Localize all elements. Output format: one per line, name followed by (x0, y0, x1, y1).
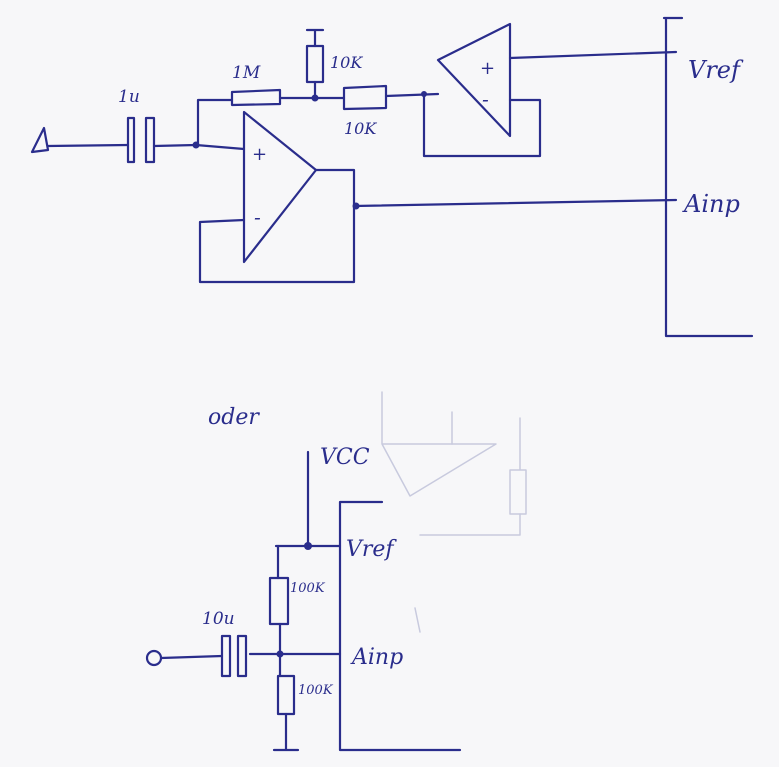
label-r-1m: 1M (232, 63, 261, 83)
label-vcc: VCC (320, 445, 370, 470)
label-cap-10u: 10u (202, 609, 235, 629)
coupling-cap-10u-left (220, 634, 232, 678)
coupling-cap-plate-right (144, 116, 156, 164)
label-r-100k-upper: 100K (290, 581, 326, 596)
label-ainp-top: Ainp (682, 190, 740, 218)
main-opamp-plus: + (252, 144, 267, 165)
label-ainp-bottom: Ainp (350, 645, 403, 670)
adc-box-top (662, 16, 754, 338)
ghost-sketch (381, 391, 527, 633)
coupling-cap-plate-left (126, 116, 136, 164)
resistor-100k-lower (276, 674, 296, 716)
label-r-100k-lower: 100K (298, 683, 334, 698)
top-circuit-junctions (192, 91, 427, 210)
buffer-feedback-loop (422, 92, 542, 158)
label-vref-top: Vref (688, 56, 744, 84)
wire-to-ainp (352, 198, 678, 208)
buffer-opamp-triangle (436, 22, 512, 138)
main-feedback-loop (198, 168, 356, 284)
buffer-opamp-plus: + (480, 58, 495, 79)
label-r-10k-top: 10K (330, 53, 363, 72)
ground-symbol (272, 712, 300, 752)
main-opamp-triangle (242, 110, 318, 264)
main-opamp-minus: - (254, 205, 261, 229)
resistor-100k-upper (268, 576, 290, 626)
coupling-cap-10u-right (236, 634, 248, 678)
top-circuit-wires (30, 16, 754, 338)
label-cap-1u: 1u (118, 87, 140, 107)
adc-box-bottom (338, 500, 462, 752)
bottom-circuit-junctions (276, 542, 312, 658)
label-oder: oder (208, 405, 260, 430)
label-r-10k-series: 10K (344, 119, 377, 138)
bottom-circuit-wires (145, 450, 462, 752)
resistor-1m (230, 88, 282, 107)
resistor-10k-series (342, 84, 388, 111)
input-arrow-icon (30, 126, 50, 154)
buffer-opamp-minus: - (482, 87, 489, 111)
label-vref-bottom: Vref (346, 537, 397, 562)
wire-to-vref (508, 50, 678, 60)
resistor-10k-vertical (305, 44, 325, 84)
